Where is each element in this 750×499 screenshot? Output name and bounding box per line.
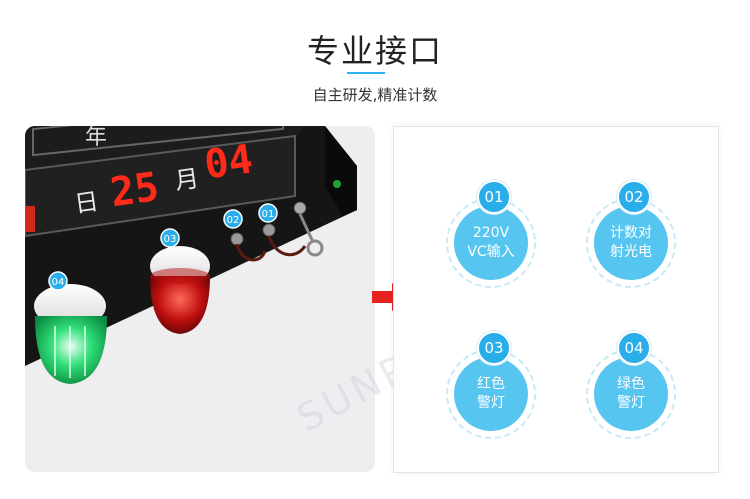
green-beacon: [34, 284, 107, 384]
terminal-01: [262, 223, 307, 257]
feature-item: 220V VC输入 01: [446, 180, 536, 288]
feature-number: 04: [617, 331, 651, 365]
red-beacon: [150, 246, 210, 334]
feature-disc: 220V VC输入: [454, 206, 528, 280]
feature-number: 01: [477, 180, 511, 214]
feature-number: 03: [477, 331, 511, 365]
feature-item: 绿色警灯 04: [586, 331, 676, 439]
title-underline: [347, 72, 385, 74]
feature-line1: 220V: [472, 225, 510, 241]
svg-text:02: 02: [227, 215, 240, 226]
feature-disc: 计数对射光电: [594, 206, 668, 280]
feature-disc: 绿色警灯: [594, 357, 668, 431]
display-char-right: 月: [173, 164, 201, 195]
product-photo: 年 日 25 月 04: [25, 126, 375, 472]
photo-badge-04: 04: [48, 271, 68, 291]
feature-line2: 警灯: [617, 395, 645, 411]
feature-item: 红色警灯 03: [446, 331, 536, 439]
display-char-mid: 日: [73, 187, 101, 218]
svg-text:04: 04: [52, 277, 65, 288]
svg-text:01: 01: [262, 209, 275, 220]
feature-line1: 红色: [477, 376, 505, 392]
feature-panel: 220V VC输入 01 计数对射光电 02 红色警灯 03 绿色警灯 04: [393, 126, 719, 473]
feature-line1: 计数对: [610, 225, 652, 241]
terminal-bolt: [293, 201, 324, 257]
photo-badge-01: 01: [258, 203, 278, 223]
page-title: 专业接口: [306, 32, 443, 70]
display-char-top: 年: [85, 126, 107, 150]
feature-line2: 射光电: [610, 244, 652, 260]
feature-line1: 绿色: [617, 376, 645, 392]
display-digits-top: 25: [108, 164, 162, 216]
svg-text:03: 03: [164, 234, 177, 245]
photo-badge-03: 03: [160, 228, 180, 248]
feature-item: 计数对射光电 02: [586, 180, 676, 288]
feature-number: 02: [617, 180, 651, 214]
led-frame-top: [32, 126, 284, 157]
feature-line2: 警灯: [477, 395, 505, 411]
feature-disc: 红色警灯: [454, 357, 528, 431]
photo-badge-02: 02: [223, 209, 243, 229]
feature-line2: VC输入: [467, 244, 515, 260]
terminal-02: [230, 232, 267, 262]
display-digits-right: 04: [202, 136, 256, 188]
page-subtitle: 自主研发,精准计数: [312, 86, 438, 104]
